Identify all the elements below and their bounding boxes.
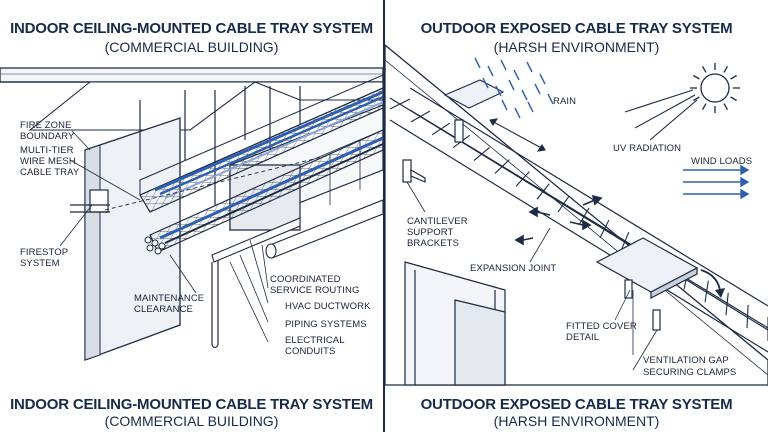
movement-arrow bbox=[489, 118, 546, 152]
lower-wire-mesh-tray bbox=[149, 129, 383, 253]
firestop-collar bbox=[70, 189, 110, 213]
ladder-rung bbox=[599, 219, 610, 239]
firestop-system-label: FIRESTOP SYSTEM bbox=[20, 247, 69, 269]
ladder-rung bbox=[746, 304, 749, 329]
cover-drip-arrowhead bbox=[715, 288, 725, 298]
ceiling-slab bbox=[0, 67, 383, 83]
indoor-illustration bbox=[0, 67, 383, 361]
fitted-cover-label: FITTED COVER DETAIL bbox=[566, 321, 637, 343]
sun-ray bbox=[730, 74, 737, 80]
uv-rays bbox=[624, 89, 698, 141]
fire-zone-boundary-label: FIRE ZONE BOUNDARY bbox=[20, 120, 75, 142]
outdoor-footer-title: OUTDOOR EXPOSED CABLE TRAY SYSTEM bbox=[420, 396, 733, 413]
ladder-rung bbox=[704, 280, 709, 303]
rain-drop bbox=[508, 79, 515, 91]
rain-drop bbox=[500, 59, 507, 71]
rain-label: RAIN bbox=[553, 96, 577, 107]
sun-ray bbox=[701, 66, 707, 73]
cable-ends bbox=[144, 236, 166, 255]
leader-lines bbox=[59, 130, 269, 343]
rain-drop bbox=[534, 83, 541, 95]
ladder-rung bbox=[557, 195, 570, 213]
rain-drop bbox=[527, 101, 534, 113]
outdoor-panel: OUTDOOR EXPOSED CABLE TRAY SYSTEM (HARSH… bbox=[385, 0, 768, 432]
indoor-subtitle: (COMMERCIAL BUILDING) bbox=[104, 39, 279, 55]
cantilever-brackets-label: CANTILEVER SUPPORT BRACKETS bbox=[407, 216, 468, 249]
indoor-panel: INDOOR CEILING-MOUNTED CABLE TRAY SYSTEM… bbox=[0, 0, 383, 432]
ladder-rung bbox=[536, 183, 550, 200]
outdoor-leader-lines bbox=[406, 181, 658, 371]
rain-drop bbox=[487, 65, 494, 77]
wind-arrows bbox=[683, 164, 750, 200]
coordinated-routing-label: COORDINATED SERVICE ROUTING bbox=[270, 274, 360, 296]
ventilation-gap-label: VENTILATION GAP bbox=[643, 355, 729, 366]
sun-ray bbox=[723, 103, 729, 110]
piping bbox=[211, 199, 383, 263]
sun-ray bbox=[693, 96, 700, 102]
rain-drops bbox=[474, 57, 554, 119]
ladder-rung bbox=[473, 147, 490, 161]
rain-drop bbox=[495, 85, 502, 97]
wind-loads-label: WIND LOADS bbox=[691, 156, 753, 167]
panel-divider bbox=[383, 0, 385, 432]
ladder-rung bbox=[389, 98, 411, 110]
building-window bbox=[404, 261, 506, 386]
outdoor-footer-subtitle: (HARSH ENVIRONMENT) bbox=[493, 413, 660, 429]
ladder-rung bbox=[410, 110, 431, 123]
maintenance-clearance-label: MAINTENANCE CLEARANCE bbox=[134, 293, 205, 315]
sun-ray bbox=[723, 66, 729, 73]
sun-ray bbox=[701, 103, 707, 110]
rain-drop bbox=[526, 61, 533, 73]
ladder-rung bbox=[515, 171, 530, 187]
multi-tier-tray-label: MULTI-TIER WIRE MESH CABLE TRAY bbox=[20, 145, 80, 178]
sun-ray bbox=[730, 96, 737, 102]
rain-drop bbox=[547, 93, 554, 105]
parapet bbox=[443, 79, 505, 109]
rain-drop bbox=[501, 99, 508, 111]
ladder-rung bbox=[725, 292, 729, 316]
rain-drop bbox=[521, 89, 528, 101]
indoor-footer-title: INDOOR CEILING-MOUNTED CABLE TRAY SYSTEM bbox=[10, 396, 373, 413]
fitted-cover bbox=[595, 237, 699, 299]
rain-drop bbox=[514, 107, 521, 119]
indoor-title: INDOOR CEILING-MOUNTED CABLE TRAY SYSTEM bbox=[10, 20, 373, 37]
indoor-footer-subtitle: (COMMERCIAL BUILDING) bbox=[104, 413, 279, 429]
rain-drop bbox=[474, 57, 481, 69]
ladder-rung bbox=[494, 159, 510, 174]
outdoor-title: OUTDOOR EXPOSED CABLE TRAY SYSTEM bbox=[420, 20, 733, 37]
rain-drop bbox=[482, 77, 489, 89]
electrical-conduits-label: ELECTRICAL CONDUITS bbox=[285, 335, 345, 357]
electrical-conduits bbox=[211, 260, 219, 349]
expansion-joint-label: EXPANSION JOINT bbox=[470, 263, 557, 274]
uv-radiation-label: UV RADIATION bbox=[613, 143, 682, 154]
ladder-rung bbox=[578, 207, 590, 226]
piping-systems-label: PIPING SYSTEMS bbox=[285, 319, 367, 330]
securing-clamps-label: SECURING CLAMPS bbox=[643, 367, 737, 378]
sun-ray bbox=[693, 74, 700, 80]
ceiling-beams bbox=[28, 81, 383, 131]
outdoor-illustration bbox=[385, 44, 768, 386]
cantilever-brackets bbox=[402, 119, 661, 331]
clearance-line bbox=[104, 154, 331, 211]
ladder-rung bbox=[431, 122, 451, 136]
ladder-cable-tray bbox=[389, 87, 768, 353]
expansion-joint-arrows bbox=[514, 194, 603, 246]
ladder-rung bbox=[620, 232, 630, 251]
rain-drop bbox=[513, 69, 520, 81]
sun-icon bbox=[690, 63, 740, 113]
hvac-ductwork-label: HVAC DUCTWORK bbox=[285, 301, 371, 312]
rain-drop bbox=[539, 73, 546, 85]
cover-drip-arrow bbox=[700, 269, 721, 291]
upper-wire-mesh-tray bbox=[139, 74, 383, 213]
outdoor-subtitle: (HARSH ENVIRONMENT) bbox=[493, 39, 660, 55]
